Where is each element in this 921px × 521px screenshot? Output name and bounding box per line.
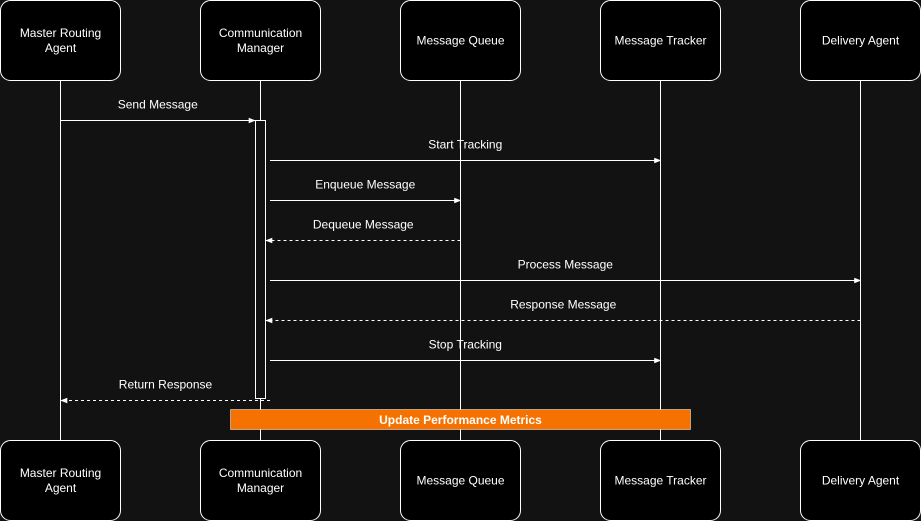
participant-mq-bottom: Message Queue	[400, 440, 521, 521]
participant-mt-bottom: Message Tracker	[600, 440, 721, 521]
participant-label: Agent	[45, 481, 77, 495]
note-group: Update Performance Metrics	[230, 409, 691, 430]
message-label: Process Message	[518, 258, 614, 272]
participant-label: Delivery Agent	[822, 474, 900, 488]
message-8: Return Response	[60, 378, 270, 404]
participant-label: Communication	[219, 466, 302, 480]
participant-label: Message Tracker	[614, 34, 706, 48]
participant-mt-top: Message Tracker	[600, 0, 721, 81]
participant-da-bottom: Delivery Agent	[800, 440, 921, 521]
participant-box	[600, 0, 721, 81]
note-bar	[230, 409, 691, 430]
message-7: Stop Tracking	[270, 338, 662, 364]
participant-label: Master Routing	[20, 26, 101, 40]
participant-label: Manager	[237, 41, 284, 55]
message-6: Response Message	[265, 298, 861, 324]
message-label: Start Tracking	[428, 138, 502, 152]
participant-label: Manager	[237, 481, 284, 495]
participant-box	[0, 0, 121, 81]
participant-label: Communication	[219, 26, 302, 40]
participant-label: Agent	[45, 41, 77, 55]
participant-mq-top: Message Queue	[400, 0, 521, 81]
message-label: Send Message	[118, 98, 198, 112]
participant-label: Delivery Agent	[822, 34, 900, 48]
activations	[255, 120, 266, 399]
message-3: Enqueue Message	[270, 178, 462, 204]
participant-label: Message Queue	[416, 34, 504, 48]
message-2: Start Tracking	[270, 138, 662, 164]
activation-bar	[255, 120, 266, 399]
participant-label: Master Routing	[20, 466, 101, 480]
participant-box	[400, 0, 521, 81]
message-1: Send Message	[60, 98, 256, 124]
participant-label: Message Queue	[416, 474, 504, 488]
message-label: Return Response	[119, 378, 213, 392]
participant-box	[200, 0, 321, 81]
message-label: Response Message	[510, 298, 616, 312]
message-label: Dequeue Message	[313, 218, 414, 232]
note-label: Update Performance Metrics	[379, 413, 542, 427]
message-4: Dequeue Message	[265, 218, 461, 244]
participant-label: Message Tracker	[614, 474, 706, 488]
message-5: Process Message	[270, 258, 862, 284]
message-label: Enqueue Message	[315, 178, 415, 192]
participant-da-top: Delivery Agent	[800, 0, 921, 81]
message-label: Stop Tracking	[429, 338, 502, 352]
